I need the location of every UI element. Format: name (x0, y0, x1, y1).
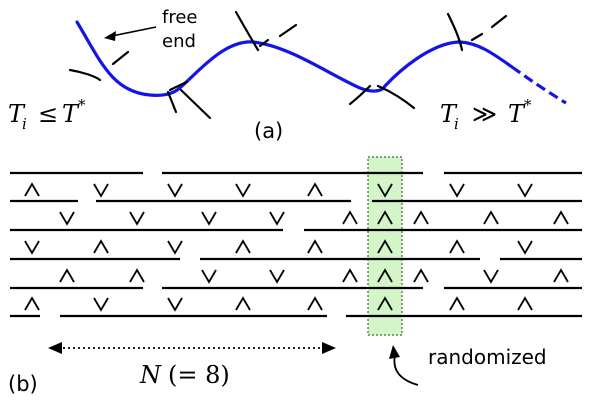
bond-marks (68, 10, 508, 120)
right-condition: T i ≫ T * (440, 96, 532, 133)
left-condition: T i ≤ T * (8, 96, 86, 133)
down-symbol (517, 240, 533, 255)
up-symbol (517, 296, 533, 311)
up-symbol (413, 268, 429, 283)
randomized-label: randomized (428, 345, 547, 369)
up-symbol (307, 239, 323, 254)
down-symbol (449, 183, 465, 198)
down-symbol (93, 183, 109, 198)
down-symbol (269, 269, 285, 284)
up-symbol (59, 268, 75, 283)
bond-mark-3 (234, 10, 260, 52)
polymer-chain-dashed-end (511, 65, 567, 105)
svg-text:≤: ≤ (38, 100, 58, 128)
polymer-chain (75, 20, 514, 97)
up-symbol (307, 182, 323, 197)
bond-mark-3b (258, 38, 270, 48)
free-end-label-line2: end (162, 31, 196, 52)
svg-text:(= 8): (= 8) (168, 361, 230, 389)
svg-text:i: i (22, 115, 27, 133)
down-symbol (483, 269, 499, 284)
n-arrowhead-right (322, 342, 336, 354)
svg-text:≫: ≫ (472, 100, 497, 128)
up-symbol (24, 296, 40, 311)
down-symbol (167, 240, 183, 255)
panel-b: N (= 8) randomized (b) (8, 156, 582, 396)
randomized-arrowhead (389, 345, 400, 359)
down-symbol (201, 269, 217, 284)
n-label: N (= 8) (139, 361, 230, 389)
panel-a: free end T i ≤ T * T i ≫ T * (a) (8, 7, 567, 143)
down-symbol (167, 297, 183, 312)
down-symbol (93, 297, 109, 312)
up-symbol (235, 239, 251, 254)
bond-mark-3c (278, 23, 298, 38)
down-symbol (269, 211, 285, 226)
up-symbol (377, 210, 393, 225)
bond-mark-1 (68, 68, 102, 82)
bond-mark-1b (111, 50, 130, 66)
free-end-label-line1: free (162, 7, 198, 28)
svg-text:*: * (524, 96, 532, 114)
down-symbol (129, 211, 145, 226)
down-symbol (377, 183, 393, 198)
up-symbol (449, 239, 465, 254)
up-symbol (413, 210, 429, 225)
down-symbol (59, 211, 75, 226)
svg-text:T: T (440, 100, 458, 128)
spin-symbols (24, 182, 569, 312)
bond-mark-2 (168, 80, 189, 92)
up-symbol (377, 239, 393, 254)
down-symbol (201, 211, 217, 226)
bond-mark-4b (376, 84, 416, 110)
up-symbol (24, 182, 40, 197)
up-symbol (449, 296, 465, 311)
down-symbol (24, 240, 40, 255)
down-symbol (167, 183, 183, 198)
bond-mark-5c (490, 14, 508, 29)
bond-mark-5b (470, 32, 484, 42)
randomized-column-highlight (367, 156, 403, 336)
svg-text:*: * (78, 96, 86, 114)
svg-text:T: T (62, 100, 80, 128)
svg-text:T: T (508, 100, 526, 128)
bond-mark-4 (348, 84, 372, 106)
bond-mark-2c (166, 90, 178, 114)
up-symbol (553, 268, 569, 283)
up-symbol (377, 296, 393, 311)
n-arrowhead-left (48, 342, 62, 354)
up-symbol (377, 268, 393, 283)
bond-mark-2b (179, 88, 212, 120)
panel-a-label: (a) (254, 119, 283, 143)
free-end-arrowhead (104, 31, 116, 41)
up-symbol (483, 210, 499, 225)
chain-segments (10, 171, 582, 318)
down-symbol (235, 183, 251, 198)
up-symbol (307, 296, 323, 311)
svg-text:N: N (139, 361, 162, 389)
up-symbol (342, 210, 358, 225)
up-symbol (553, 210, 569, 225)
up-symbol (93, 239, 109, 254)
up-symbol (235, 296, 251, 311)
panel-b-label: (b) (8, 372, 38, 396)
down-symbol (517, 183, 533, 198)
free-end-arrow (111, 26, 157, 37)
svg-text:T: T (8, 100, 26, 128)
up-symbol (129, 268, 145, 283)
up-symbol (342, 268, 358, 283)
bond-mark-5 (446, 12, 464, 52)
randomized-arrow (393, 354, 419, 386)
svg-text:i: i (454, 115, 459, 133)
